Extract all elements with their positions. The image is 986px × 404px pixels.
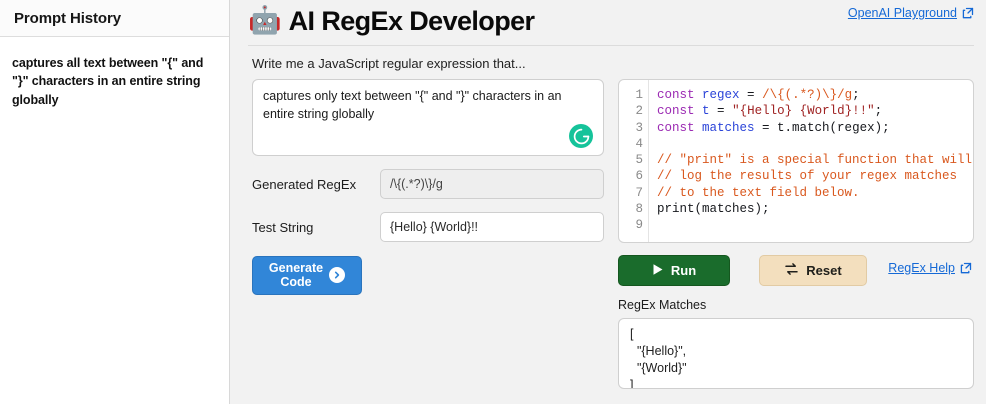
code-token: = [739,88,763,102]
code-token: ; [852,88,860,102]
line-number: 7 [635,185,643,200]
sidebar-body: captures all text between "{" and "}" ch… [0,37,229,109]
code-token: "{Hello} {World}!!" [732,104,875,119]
code-token: const [657,120,695,135]
sidebar-title: Prompt History [14,9,121,27]
run-button-label: Run [670,263,697,278]
code-line [657,217,973,233]
generate-code-label-line2: Code [280,275,312,290]
reset-button-label: Reset [806,263,842,278]
left-column: captures only text between "{" and "}" c… [248,79,604,295]
generated-regex-label: Generated RegEx [252,176,357,192]
code-token [695,104,703,118]
code-line: // log the results of your regex matches [657,168,973,184]
regex-help-label: RegEx Help [888,261,955,275]
code-token: const [657,88,695,102]
generate-code-label-line1: Generate [268,261,324,275]
code-token: = t.match(regex); [754,120,890,135]
test-string-input[interactable]: {Hello} {World}!! [380,212,604,242]
regex-help-link[interactable]: RegEx Help [888,261,972,275]
line-number: 6 [635,169,643,184]
code-token: regex [702,88,740,102]
history-item[interactable]: captures all text between "{" and "}" ch… [12,56,204,107]
code-token: /\{(.*?)\}/g [762,88,853,102]
code-token: // "print" is a special function that wi… [657,153,973,168]
test-string-label: Test String [252,219,314,235]
page-title: AI RegEx Developer [288,6,535,36]
chevron-right-circle-icon [329,267,346,284]
grammarly-icon[interactable] [569,124,593,148]
action-row: Run Reset RegEx Help [618,255,974,286]
line-number: 9 [635,218,643,233]
line-number: 1 [635,88,643,102]
content-columns: captures only text between "{" and "}" c… [248,79,974,389]
code-line: // "print" is a special function that wi… [657,152,973,168]
line-number: 4 [635,136,643,151]
code-line: const matches = t.match(regex); [657,120,973,136]
swap-arrows-icon [784,262,799,279]
robot-icon: 🤖 [248,5,282,35]
code-line: // to the text field below. [657,185,973,201]
code-token: ; [874,104,883,119]
prompt-history-sidebar: Prompt History captures all text between… [0,0,230,404]
editor-code-area[interactable]: const regex = /\{(.*?)\}/g;const t = "{H… [649,80,973,242]
generate-code-label: Generate Code [269,261,323,290]
code-line: const regex = /\{(.*?)\}/g; [657,87,973,103]
regex-matches-label: RegEx Matches [618,298,707,312]
prompt-label: Write me a JavaScript regular expression… [252,56,526,71]
generated-regex-row: Generated RegEx /\{(.*?)\}/g [252,169,604,199]
line-number: 5 [635,153,643,168]
code-token: t [702,104,710,119]
sidebar-header: Prompt History [0,0,229,37]
code-token: print(matches); [657,202,770,217]
run-button[interactable]: Run [618,255,730,286]
line-number: 2 [635,104,643,119]
app-header: 🤖 AI RegEx Developer OpenAI Playground [248,0,974,42]
line-number: 8 [635,202,643,217]
external-link-icon [960,262,972,274]
code-token [695,88,703,102]
play-icon [652,263,664,279]
header-divider [248,45,974,46]
generated-regex-input[interactable]: /\{(.*?)\}/g [380,169,604,199]
openai-playground-link[interactable]: OpenAI Playground [848,6,974,20]
test-string-row: Test String {Hello} {World}!! [252,212,604,242]
line-number: 3 [635,120,643,135]
code-line [657,136,973,152]
playground-link-label: OpenAI Playground [847,6,957,20]
code-token: // log the results of your regex matches [657,169,958,184]
generate-code-button[interactable]: Generate Code [252,256,362,295]
prompt-textarea-value: captures only text between "{" and "}" c… [263,89,562,121]
prompt-textarea[interactable]: captures only text between "{" and "}" c… [252,79,604,156]
code-token: matches [702,120,755,135]
reset-button[interactable]: Reset [759,255,867,286]
code-line: print(matches); [657,201,973,217]
code-line: const t = "{Hello} {World}!!"; [657,103,973,119]
code-token [695,121,703,135]
code-token: const [657,104,695,119]
code-token: // to the text field below. [657,185,860,200]
code-token: = [709,104,733,119]
external-link-icon [962,7,974,19]
main-panel: 🤖 AI RegEx Developer OpenAI Playground W… [230,0,986,404]
regex-matches-output[interactable]: [ "{Hello}", "{World}" ] [618,318,974,389]
